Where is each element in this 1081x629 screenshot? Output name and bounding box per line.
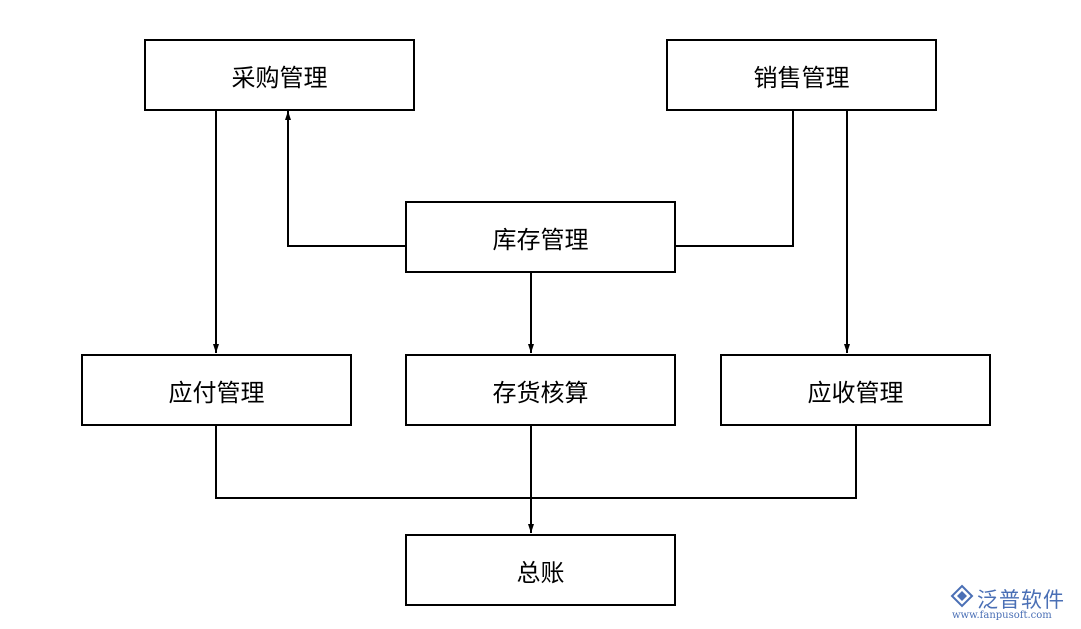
node-inventory: 库存管理	[405, 201, 676, 273]
node-sales: 销售管理	[666, 39, 937, 111]
node-receivable: 应收管理	[720, 354, 991, 426]
arrow-sales-to-inventory	[666, 111, 794, 249]
watermark-url: www.fanpusoft.com	[952, 610, 1052, 621]
watermark-brand: 泛普软件	[977, 588, 1065, 612]
node-ledger: 总账	[405, 534, 676, 606]
node-payable: 应付管理	[81, 354, 352, 426]
fanpu-logo-icon	[950, 584, 974, 608]
connector-payable-receivable-bus	[215, 426, 857, 499]
brand-watermark: 泛普软件 www.fanpusoft.com	[950, 584, 1075, 624]
arrow-inventory-to-purchase	[285, 111, 405, 247]
node-costing: 存货核算	[405, 354, 676, 426]
node-purchase: 采购管理	[144, 39, 415, 111]
